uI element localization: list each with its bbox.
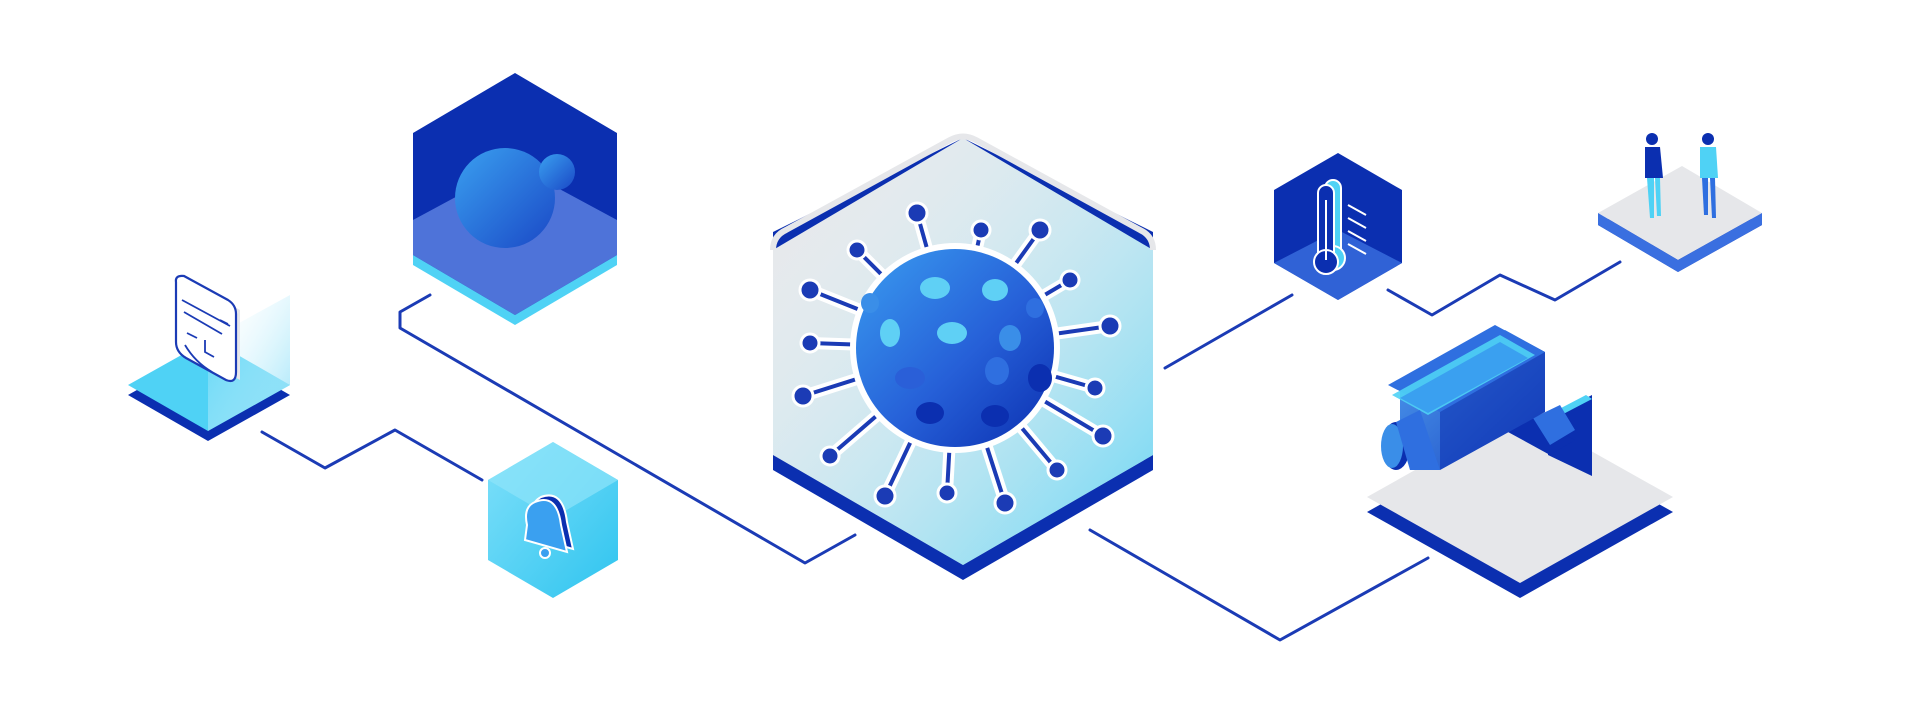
- molecule-icon: [455, 148, 575, 248]
- people-tile: [1598, 133, 1762, 272]
- bell-icon: [523, 494, 575, 559]
- connector-virus-camera: [1088, 528, 1430, 642]
- virus-tile: [770, 133, 1156, 580]
- camera-tile: [1367, 325, 1673, 598]
- face-mask-icon: [174, 274, 240, 383]
- face-mask-tile: [128, 274, 290, 441]
- thermometer-icon: [1313, 179, 1367, 275]
- connector-virus-thermo: [1163, 293, 1294, 370]
- molecule-tile: [413, 73, 617, 325]
- connector-lines: [260, 260, 1622, 642]
- security-camera-icon: [1381, 325, 1592, 476]
- thermometer-tile: [1274, 153, 1402, 300]
- connector-mask-bell: [260, 428, 484, 482]
- bell-tile: [488, 442, 618, 598]
- virus-icon: [791, 201, 1122, 515]
- connector-molecule-virus: [398, 293, 857, 565]
- connector-thermo-people: [1386, 260, 1622, 317]
- people-distance-icon: [1645, 133, 1718, 218]
